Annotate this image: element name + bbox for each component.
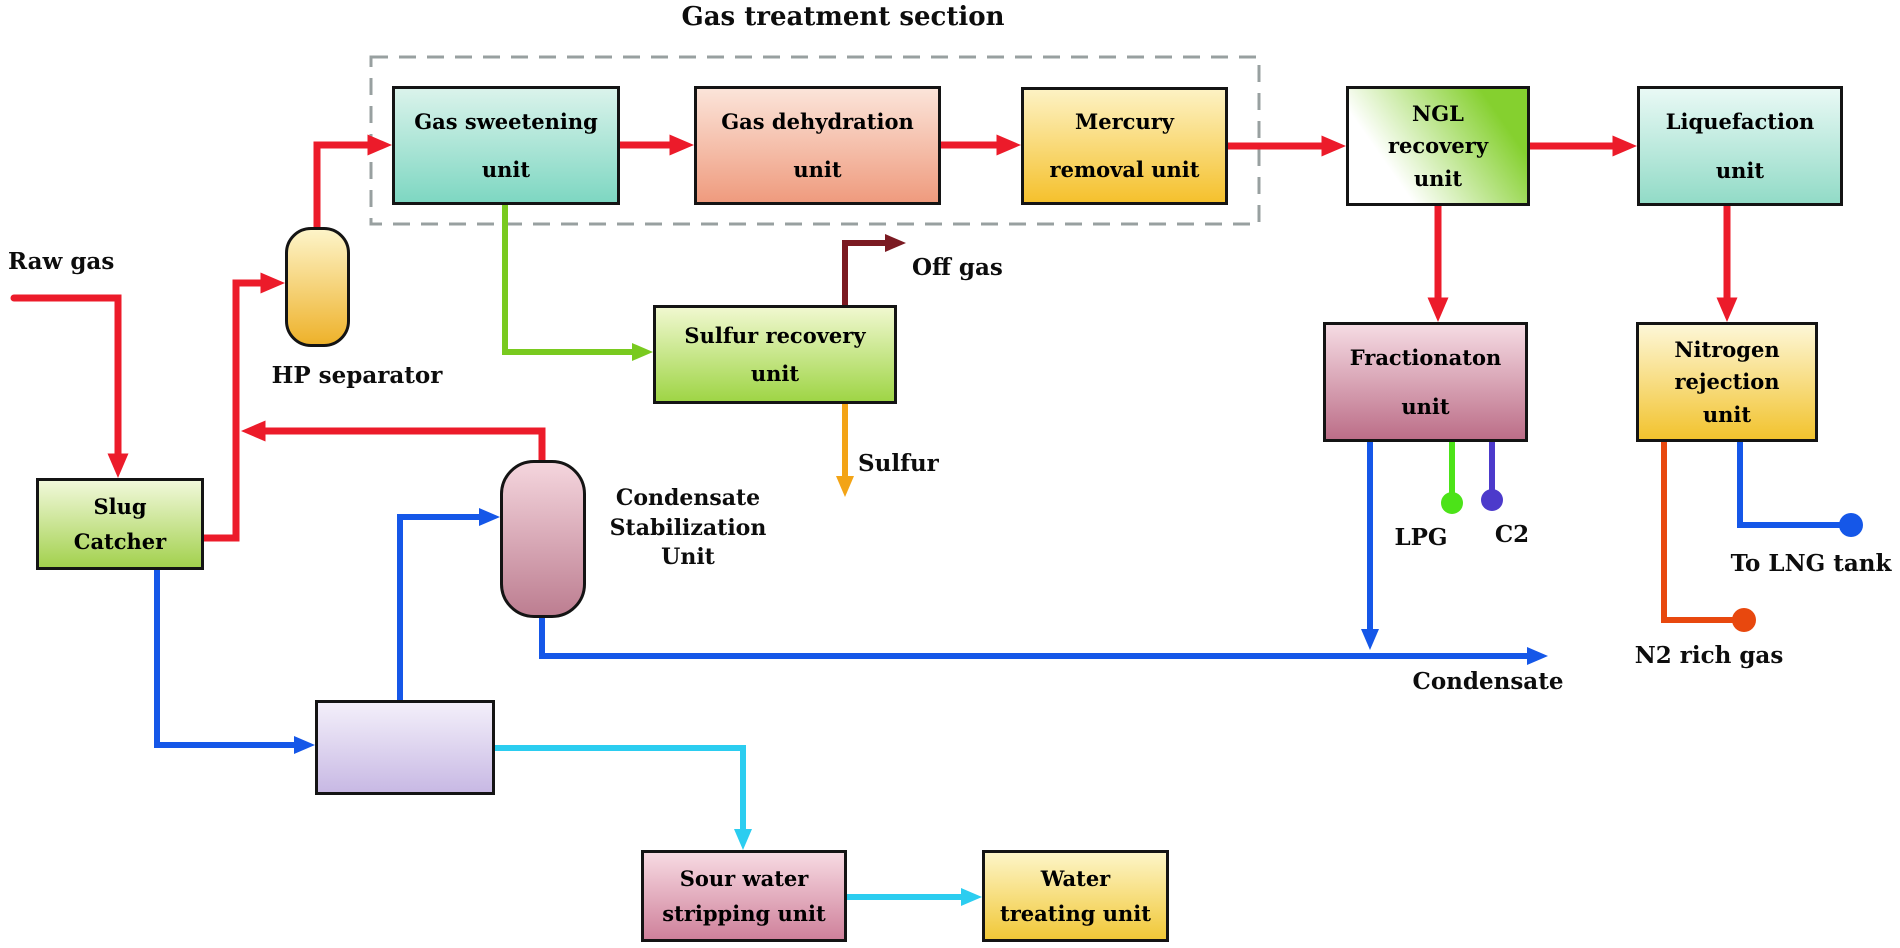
sweetening-to-sulfur-recovery-line-arrowhead	[632, 343, 653, 361]
mercury-to-ngl-line-arrowhead	[1321, 135, 1346, 157]
lpg-line-end-dot	[1441, 492, 1463, 514]
condensate-stabilization-vessel	[500, 460, 586, 618]
ngl-recovery-unit: NGL recovery unit	[1346, 86, 1530, 206]
raw-gas-label: Raw gas	[8, 248, 115, 275]
sulfur-recovery-unit-label-line: unit	[750, 361, 800, 387]
nitrogen-rejection-unit-label-line: rejection	[1674, 369, 1780, 395]
ngl-recovery-unit-label-line: unit	[1413, 166, 1463, 192]
c2-label: C2	[1494, 521, 1530, 548]
drum-to-stabilizer-line-arrowhead	[479, 508, 500, 526]
slug-catcher-to-hp-separator-line-arrowhead	[260, 272, 285, 294]
hp-separator-to-gas-sweetening-line-arrowhead	[367, 134, 392, 156]
lpg-label: LPG	[1394, 524, 1448, 551]
sweetening-to-sulfur-recovery-line	[502, 202, 640, 355]
water-treating-unit-label-line: Water	[1040, 865, 1111, 891]
liquefaction-unit: Liquefaction unit	[1637, 86, 1843, 206]
nitrogen-rejection-unit: Nitrogen rejection unit	[1636, 322, 1818, 442]
condensate-stabilization-label-line: Stabilization	[609, 514, 767, 541]
to-lng-tank-line-end-dot	[1839, 513, 1863, 537]
dehydration-to-mercury-line-arrowhead	[996, 134, 1021, 156]
slug-catcher-to-drum-line-arrowhead	[294, 736, 315, 754]
liquefaction-unit-label-line: unit	[1715, 157, 1765, 183]
n2-rich-gas-line-end-dot	[1732, 608, 1756, 632]
condensate-line-arrowhead	[1527, 647, 1548, 665]
water-treating-unit-label-line: treating unit	[1000, 900, 1151, 926]
hp-separator-to-gas-sweetening-line	[313, 141, 376, 232]
separator-drum	[315, 700, 495, 795]
gas-dehydration-unit-label-line: Gas dehydration	[721, 108, 914, 134]
ngl-recovery-unit-label-line: NGL	[1412, 100, 1464, 126]
mercury-removal-unit: Mercury removal unit	[1021, 87, 1228, 205]
sulfur-label: Sulfur	[858, 450, 939, 477]
liquefaction-unit-label-line: Liquefaction	[1665, 108, 1815, 134]
to-lng-tank-label: To LNG tank	[1730, 550, 1892, 577]
c2-line-end-dot	[1481, 489, 1503, 511]
condensate-stabilization-label-line: Condensate	[615, 485, 761, 511]
condensate-stabilization-label-line: Unit	[661, 544, 715, 571]
raw-gas-line-arrowhead	[107, 453, 129, 478]
drum-to-stabilizer-line	[397, 514, 487, 703]
mercury-removal-unit-label-line: Mercury	[1075, 109, 1174, 135]
off-gas-line	[842, 240, 893, 308]
mercury-removal-unit-label-line: removal unit	[1049, 157, 1200, 183]
sour-water-stripping-unit-label-line: stripping unit	[662, 900, 826, 926]
hp-separator-vessel	[285, 227, 350, 347]
water-treating-unit: Water treating unit	[982, 850, 1169, 942]
nitrogen-rejection-unit-label-line: unit	[1702, 402, 1752, 428]
n2-rich-gas-label: N2 rich gas	[1634, 642, 1784, 669]
drum-to-sour-water-line-arrowhead	[734, 829, 752, 850]
slug-catcher-label-line: Slug	[93, 493, 147, 519]
sulfur-recovery-unit-label-line: Sulfur recovery	[684, 322, 866, 348]
gas-sweetening-unit-label-line: Gas sweetening	[414, 108, 598, 134]
fractionation-condensate-line-arrowhead	[1361, 629, 1379, 650]
slug-catcher-to-hp-separator-line	[198, 279, 269, 542]
hp-separator-label: HP separator	[271, 362, 443, 389]
slug-catcher-to-drum-line	[154, 567, 302, 748]
to-lng-tank-line	[1737, 439, 1854, 528]
drum-to-sour-water-line	[492, 745, 746, 837]
fractionation-unit-label-line: unit	[1401, 393, 1450, 419]
condensate-line	[539, 614, 1535, 659]
sour-water-stripping-unit-label-line: Sour water	[679, 865, 809, 891]
diagram-title: Gas treatment section	[681, 2, 1005, 32]
off-gas-label: Off gas	[912, 254, 1003, 281]
sulfur-line-arrowhead	[836, 476, 854, 497]
fractionation-unit: Fractionaton unit	[1323, 322, 1528, 442]
off-gas-line-arrowhead	[885, 234, 906, 252]
sour-water-to-water-treating-line-arrowhead	[961, 888, 982, 906]
n2-rich-gas-line	[1661, 439, 1747, 623]
sulfur-recovery-unit: Sulfur recovery unit	[653, 305, 897, 404]
ngl-to-fractionation-line-arrowhead	[1427, 297, 1449, 322]
gas-sweetening-unit-label-line: unit	[481, 157, 531, 183]
condensate-label: Condensate	[1412, 668, 1564, 695]
liquefaction-to-nitrogen-line-arrowhead	[1716, 297, 1738, 322]
raw-gas-line	[10, 294, 122, 462]
fractionation-unit-label-line: Fractionaton	[1349, 344, 1502, 370]
sour-water-stripping-unit: Sour water stripping unit	[641, 850, 847, 942]
nitrogen-rejection-unit-label-line: Nitrogen	[1674, 336, 1780, 362]
gas-sweetening-unit: Gas sweetening unit	[392, 86, 620, 205]
gas-dehydration-unit: Gas dehydration unit	[694, 86, 941, 205]
ngl-to-liquefaction-line-arrowhead	[1612, 135, 1637, 157]
gas-sweetening-to-dehydration-line-arrowhead	[669, 134, 694, 156]
stabilizer-recycle-line-arrowhead	[241, 420, 266, 442]
slug-catcher-label-line: Catcher	[73, 528, 167, 554]
gas-dehydration-unit-label-line: unit	[793, 157, 842, 183]
stabilizer-recycle-line	[257, 427, 546, 467]
ngl-recovery-unit-label-line: recovery	[1387, 133, 1489, 159]
